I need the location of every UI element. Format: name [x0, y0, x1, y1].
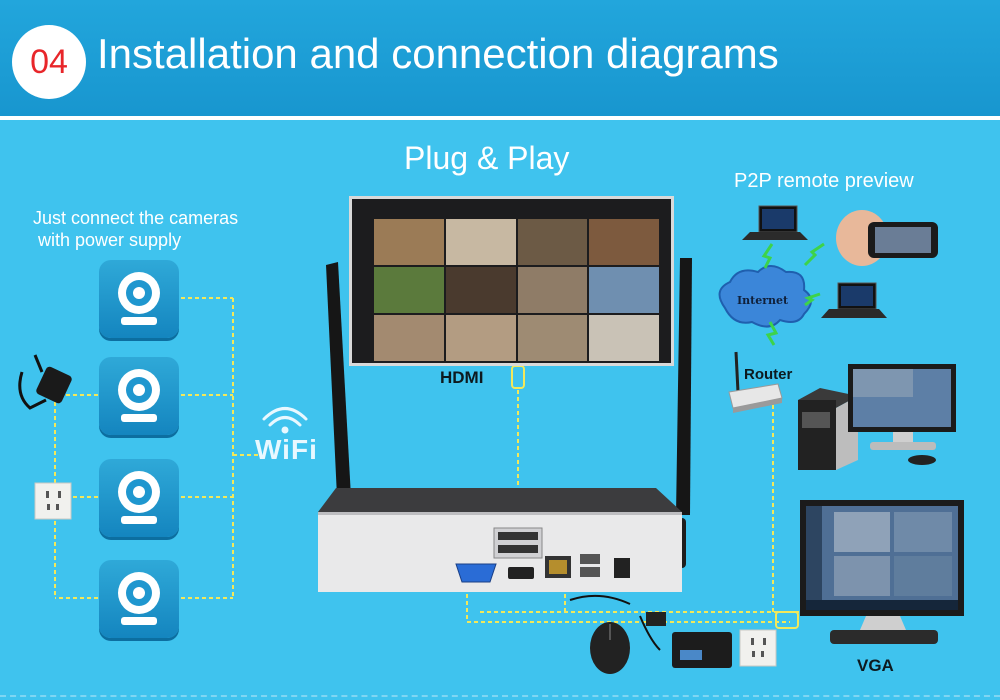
wall-socket-left-icon [34, 482, 72, 520]
p2p-remote-preview-label: P2P remote preview [734, 170, 914, 192]
bottom-divider [0, 695, 1000, 697]
smartphone-icon [836, 210, 938, 266]
nvr-device-icon [318, 488, 682, 592]
camera-wiring [54, 297, 258, 599]
mouse-icon [569, 594, 631, 674]
header-banner: 04 Installation and connection diagrams [0, 0, 1000, 120]
wall-socket-right-icon [739, 629, 777, 667]
vga-monitor-icon [800, 500, 964, 644]
section-number-badge: 04 [12, 25, 86, 99]
camera-view-tile [445, 315, 516, 361]
internet-label: Internet [737, 294, 789, 307]
camera-icon [118, 369, 160, 422]
power-adapter-bottom-icon [639, 612, 732, 668]
page-title: Installation and connection diagrams [97, 30, 779, 77]
camera-1 [99, 260, 179, 338]
plug-and-play-label: Plug & Play [404, 140, 570, 176]
signal-bolts [761, 242, 825, 346]
camera-view-tile [517, 219, 588, 265]
router-icon [728, 351, 783, 413]
camera-view-grid [374, 219, 659, 361]
section-number: 04 [30, 42, 68, 81]
camera-3 [99, 459, 179, 537]
camera-view-tile [374, 219, 444, 265]
laptop-right-icon [821, 282, 887, 318]
wifi-icon [262, 407, 308, 434]
internet-cloud-icon [718, 265, 812, 328]
wifi-label: WiFi [255, 434, 318, 465]
camera-view-tile [374, 267, 444, 313]
camera-icon [118, 471, 160, 524]
hdmi-label: HDMI [440, 368, 484, 387]
hdmi-wiring [466, 390, 800, 623]
camera-view-tile [589, 267, 659, 313]
display-monitor [349, 196, 674, 366]
camera-view-tile [517, 267, 588, 313]
camera-icon [118, 272, 160, 325]
camera-icon [118, 572, 160, 625]
router-label: Router [744, 366, 793, 383]
camera-view-tile [589, 219, 659, 265]
camera-view-tile [445, 267, 516, 313]
camera-4 [99, 560, 179, 638]
camera-view-tile [517, 315, 588, 361]
camera-view-tile [374, 315, 444, 361]
connect-cameras-label: Just connect the cameras with power supp… [33, 208, 239, 250]
power-adapter-left-icon [18, 354, 72, 410]
vga-label: VGA [857, 656, 894, 675]
camera-view-tile [445, 219, 516, 265]
camera-2 [99, 357, 179, 435]
pc-monitor-icon [848, 364, 956, 465]
hdmi-plug-icon [511, 365, 525, 389]
camera-view-tile [589, 315, 659, 361]
laptop-top-icon [742, 205, 808, 240]
